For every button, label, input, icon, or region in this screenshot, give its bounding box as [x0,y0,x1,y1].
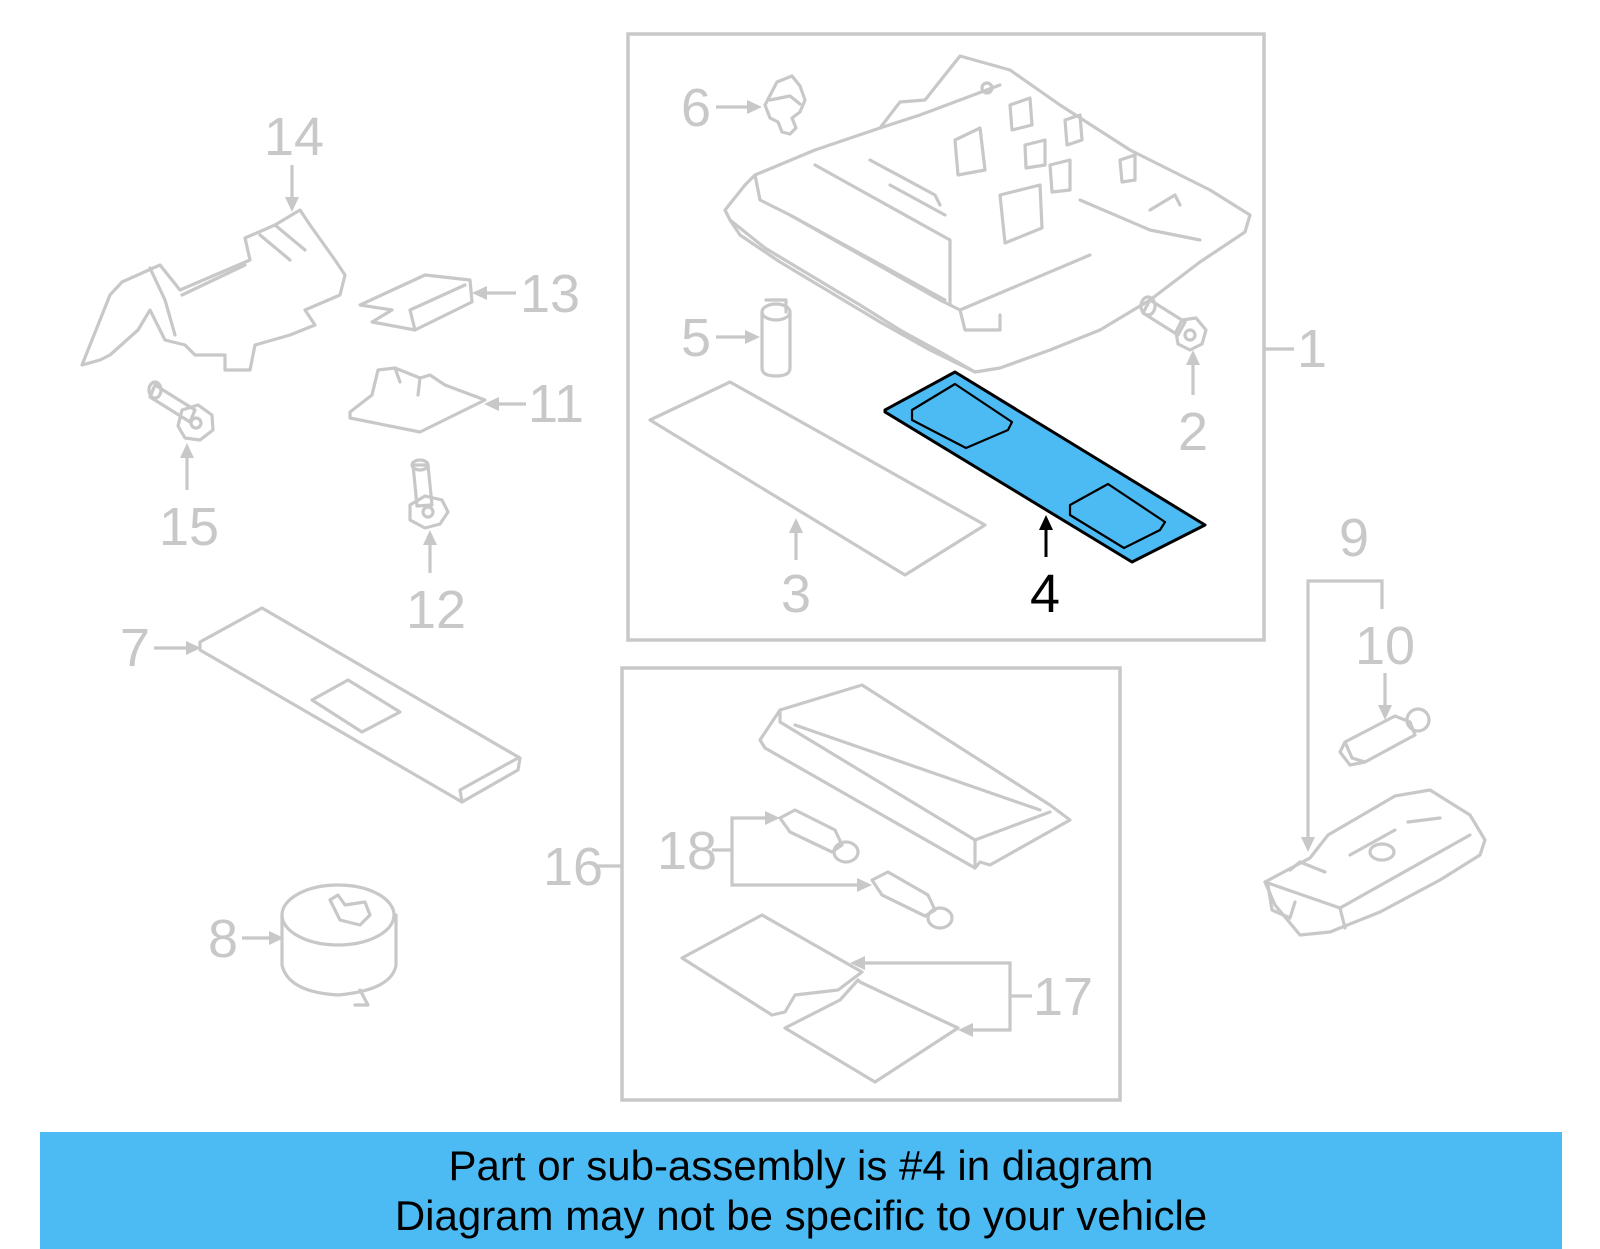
arrow-7 [186,641,201,655]
part-9-dome-lamp[interactable] [1263,788,1487,937]
part-15-screw[interactable] [147,380,215,442]
arrow-6 [747,100,762,114]
arrow-9 [1301,837,1315,852]
arrow-18a [765,811,780,825]
arrow-5 [745,330,760,344]
arrow-8 [269,931,284,945]
part-16-lens-module[interactable] [758,683,1072,870]
callout-5[interactable]: 5 [681,308,711,368]
arrow-10 [1378,705,1392,720]
arrow-3 [789,518,803,533]
part-11-bracket[interactable] [348,366,487,434]
part-17-lens-sheets[interactable] [680,913,960,1084]
arrow-12 [423,530,437,545]
arrow-17b [958,1023,973,1037]
callout-14[interactable]: 14 [264,107,324,167]
assembly-frame-1 [626,32,1266,642]
info-banner: Part or sub-assembly is #4 in diagram Di… [40,1132,1562,1249]
part-5-bulb[interactable] [760,298,792,378]
callout-12[interactable]: 12 [406,580,466,640]
leader-18b [730,850,860,887]
leader-17b [970,996,1012,1032]
part-4-highlighted-pad[interactable] [883,370,1207,564]
callout-9[interactable]: 9 [1339,508,1369,568]
arrow-18b [857,878,872,892]
part-18-bulbs[interactable] [778,808,954,930]
callout-18[interactable]: 18 [657,821,717,881]
assembly-frame-16 [620,666,1122,1102]
banner-line-1: Part or sub-assembly is #4 in diagram [448,1141,1154,1189]
callout-17[interactable]: 17 [1033,967,1093,1027]
part-12-screw[interactable] [408,458,450,530]
callout-4[interactable]: 4 [1030,564,1060,624]
part-14-bracket[interactable] [80,208,347,372]
callout-1[interactable]: 1 [1297,319,1327,379]
callout-2[interactable]: 2 [1178,402,1208,462]
callout-7[interactable]: 7 [120,618,150,678]
callout-11[interactable]: 11 [528,374,584,434]
part-10-bulb[interactable] [1338,707,1431,767]
arrow-17a [850,956,865,970]
part-1-console-housing[interactable] [723,54,1252,374]
leader-18a [712,816,770,852]
part-13-clip-plate[interactable] [358,273,474,332]
callout-16[interactable]: 16 [543,837,603,897]
arrow-14 [285,197,299,212]
part-8-round-unit[interactable] [280,883,398,1007]
part-7-panel[interactable] [198,606,522,804]
part-2-screw[interactable] [1139,295,1208,352]
leader-9 [1306,579,1384,840]
arrow-13 [472,286,487,300]
callout-3[interactable]: 3 [781,564,811,624]
callout-6[interactable]: 6 [681,78,711,138]
arrow-11 [484,397,499,411]
part-6-clip[interactable] [763,74,807,136]
callout-15[interactable]: 15 [159,497,219,557]
banner-line-2: Diagram may not be specific to your vehi… [394,1191,1208,1239]
arrow-2 [1186,350,1200,365]
callout-13[interactable]: 13 [520,264,580,324]
arrow-15 [180,443,194,458]
callout-8[interactable]: 8 [208,909,238,969]
part-3-lens-sheet[interactable] [648,380,987,577]
callout-10[interactable]: 10 [1355,616,1415,676]
arrow-4 [1039,515,1053,530]
leader-17a [862,961,1032,998]
